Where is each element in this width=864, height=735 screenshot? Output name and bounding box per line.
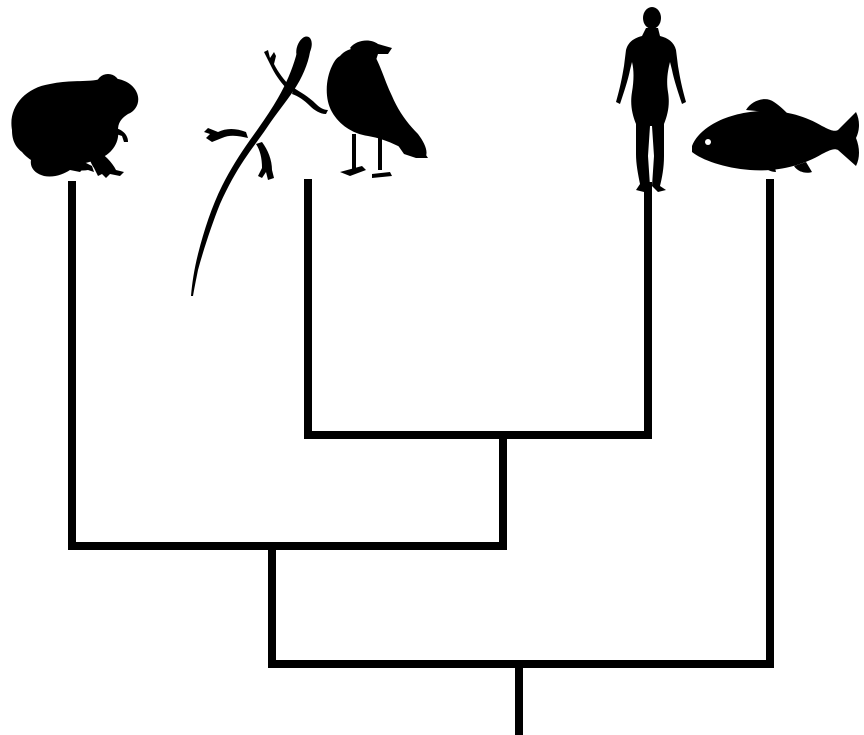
frog-icon [4, 72, 144, 184]
lizard-icon [190, 34, 330, 299]
fish-icon [690, 96, 862, 174]
crow-icon [320, 38, 430, 183]
human-icon [606, 6, 690, 196]
